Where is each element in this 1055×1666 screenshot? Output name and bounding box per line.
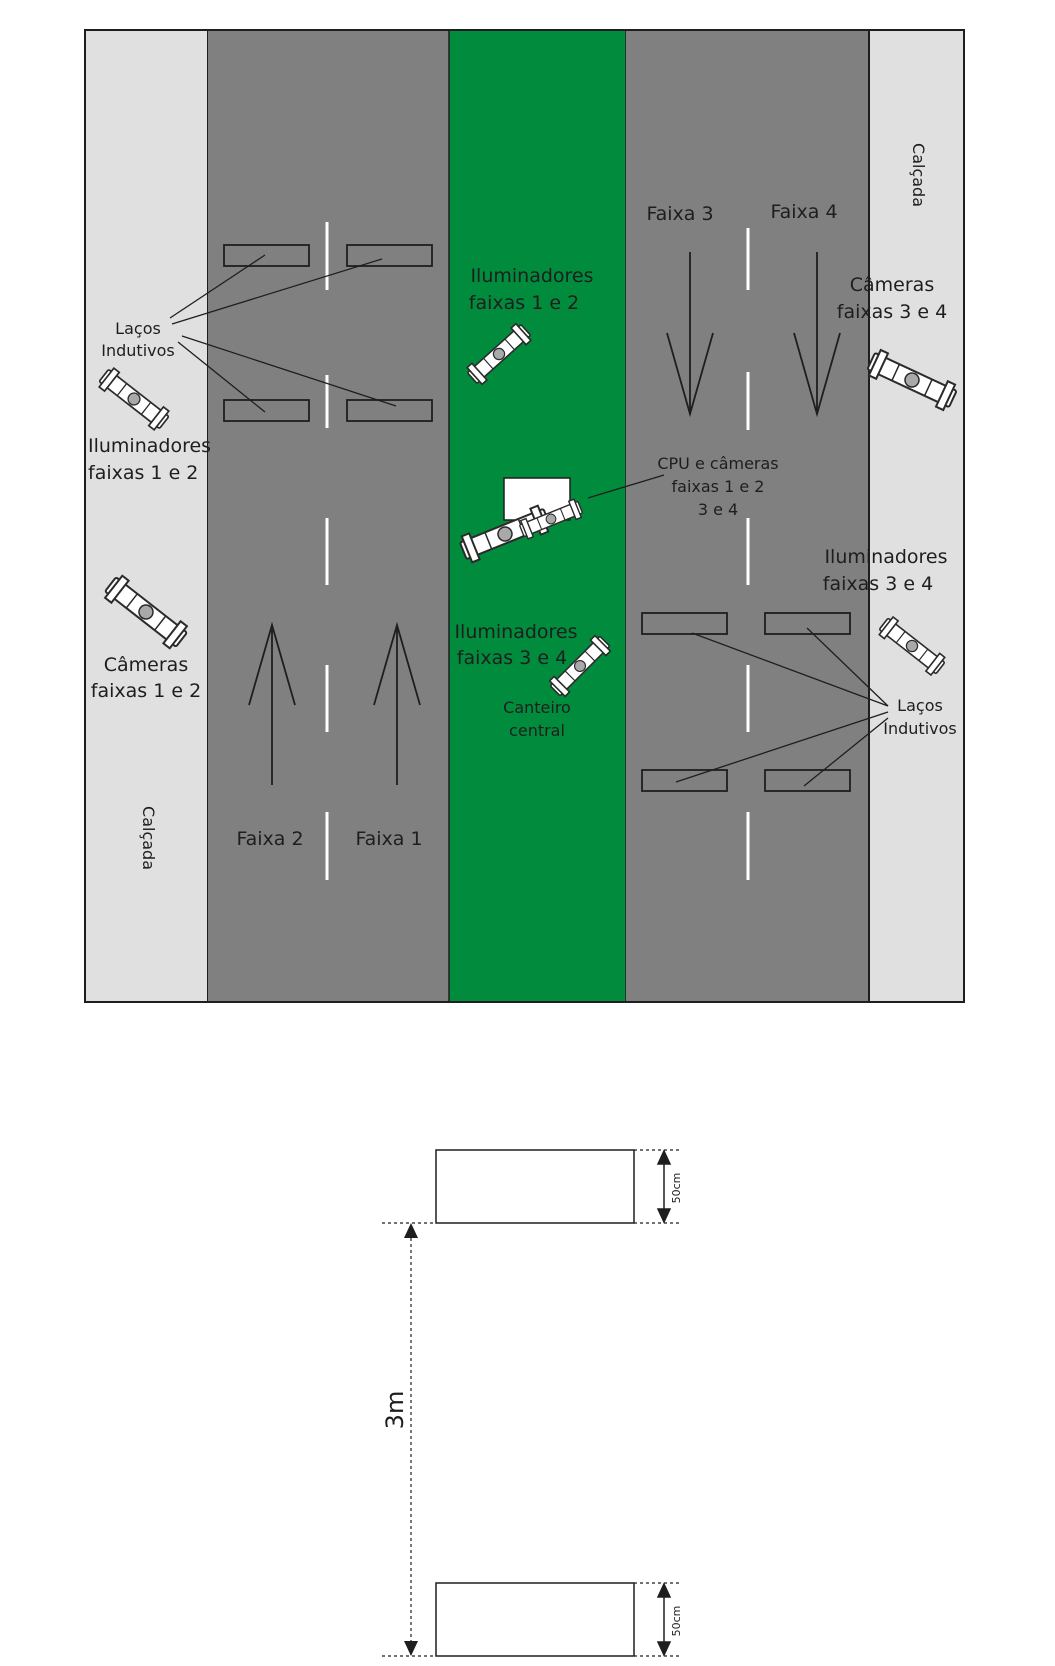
label-canteiro-2: central: [509, 721, 565, 740]
extension-lines: [382, 1149, 682, 1657]
arrow-up-icon: [373, 621, 421, 785]
sidewalk-right-label: Calçada: [909, 143, 928, 207]
label-cpu: CPU e câmeras: [657, 454, 778, 473]
loop: [641, 612, 728, 635]
leader-lines: [169, 254, 889, 787]
spacing-label: 3m: [381, 1391, 409, 1430]
label-cam-left: Câmeras: [104, 654, 188, 676]
label-lacos-right-2: Indutivos: [883, 719, 956, 738]
lane-label-faixa-3: Faixa 3: [646, 203, 713, 225]
sidewalk-left-label: Calçada: [139, 806, 158, 870]
arrow-up-icon: [248, 621, 296, 785]
label-ilum-center-bot: Iluminadores: [454, 621, 577, 643]
label-cam-right-2: faixas 3 e 4: [837, 301, 947, 323]
plan-border: [84, 29, 965, 1003]
sidewalk-left: [84, 29, 209, 1003]
label-ilum-right-2: faixas 3 e 4: [823, 573, 933, 595]
dimension-arrow-icon: [404, 1223, 418, 1656]
dimension-arrow-icon: [656, 1149, 672, 1657]
label-ilum-center-top: Iluminadores: [470, 265, 593, 287]
label-canteiro: Canteiro: [503, 698, 571, 717]
loop-detail-bottom: [435, 1582, 635, 1657]
loop: [346, 399, 433, 422]
inductive-loops-right: [641, 612, 851, 792]
road-plan: Calçada Calçada Faixa 2 Faixa 1 Faixa 3 …: [84, 29, 965, 1003]
loop-height-label-top: 50cm: [670, 1173, 683, 1204]
label-ilum-left: Iluminadores: [88, 435, 211, 457]
label-lacos-right: Laços: [897, 696, 943, 715]
lane-label-faixa-2: Faixa 2: [236, 828, 303, 850]
loop-height-label-bottom: 50cm: [670, 1606, 683, 1637]
label-cpu-3: 3 e 4: [698, 500, 738, 519]
loop: [223, 399, 310, 422]
loop-detail-top: [435, 1149, 635, 1224]
label-cam-right: Câmeras: [850, 274, 934, 296]
label-cpu-2: faixas 1 e 2: [672, 477, 765, 496]
loop: [223, 244, 310, 267]
loop: [764, 612, 851, 635]
loop: [346, 244, 433, 267]
loop: [641, 769, 728, 792]
label-ilum-center-bot-2: faixas 3 e 4: [457, 647, 567, 669]
loop: [764, 769, 851, 792]
label-ilum-center-top-2: faixas 1 e 2: [469, 292, 579, 314]
loop-spacing-detail: 3m 50cm 50cm: [381, 1149, 683, 1657]
label-ilum-left-2: faixas 1 e 2: [88, 462, 198, 484]
inductive-loops-left: [223, 244, 433, 422]
lane-label-faixa-4: Faixa 4: [770, 201, 837, 223]
label-lacos-left: Laços: [115, 319, 161, 338]
arrow-down-icon: [666, 252, 714, 418]
label-lacos-left-2: Indutivos: [101, 341, 174, 360]
arrow-down-icon: [793, 252, 841, 418]
lane-label-faixa-1: Faixa 1: [355, 828, 422, 850]
label-ilum-right: Iluminadores: [824, 546, 947, 568]
label-cam-left-2: faixas 1 e 2: [91, 680, 201, 702]
